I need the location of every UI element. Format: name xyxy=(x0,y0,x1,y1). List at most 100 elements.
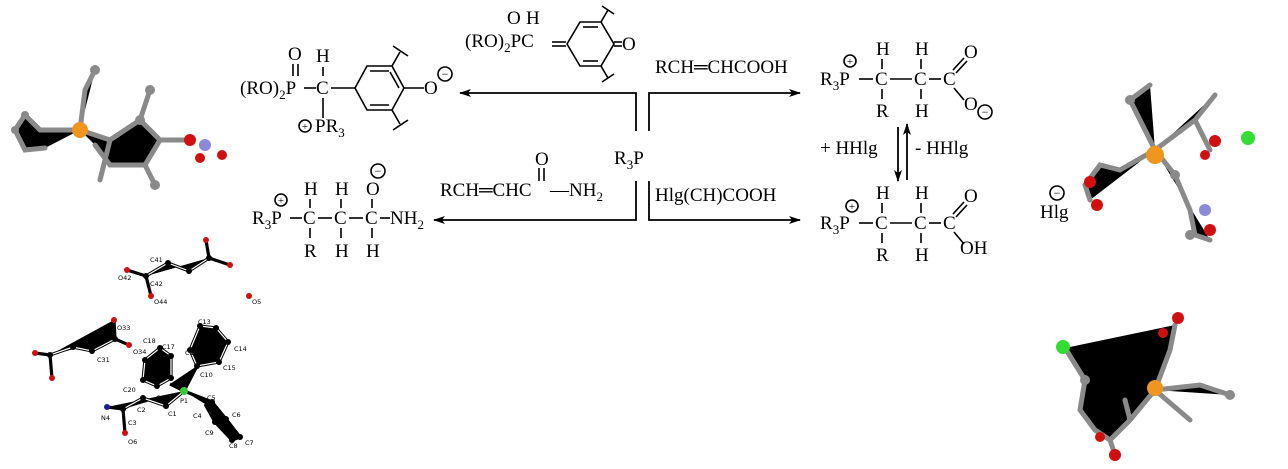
svg-text:C7: C7 xyxy=(245,439,254,447)
svg-text:Hlg: Hlg xyxy=(1040,202,1069,223)
equilibrium-forward-label: + HHlg xyxy=(820,138,878,159)
plus-charge-icon xyxy=(843,54,857,68)
product-carboxylate-betaine: R3P + C C C H H O O − R H xyxy=(820,39,993,122)
svg-text:C41: C41 xyxy=(150,256,163,264)
svg-text:O42: O42 xyxy=(118,274,131,282)
svg-text:C11: C11 xyxy=(185,349,198,357)
svg-text:H: H xyxy=(366,241,380,262)
product-amide-betaine: R3P + C C C NH2 H H O − R H H xyxy=(252,163,424,262)
svg-text:C42: C42 xyxy=(150,280,163,288)
svg-text:C: C xyxy=(303,208,316,229)
svg-text:R: R xyxy=(304,241,317,262)
svg-text:C19: C19 xyxy=(148,364,161,372)
svg-text:H: H xyxy=(526,8,540,29)
crystal-structure-model-1 xyxy=(11,65,227,190)
svg-text:C: C xyxy=(914,213,927,234)
svg-text:C31: C31 xyxy=(97,356,110,364)
arrow-top-left xyxy=(459,89,637,131)
svg-text:PR3: PR3 xyxy=(315,116,345,140)
svg-text:H: H xyxy=(915,101,929,122)
svg-text:—NH2: —NH2 xyxy=(549,180,603,204)
svg-text:H: H xyxy=(335,241,349,262)
svg-text:C8: C8 xyxy=(229,442,238,450)
svg-text:R3P: R3P xyxy=(252,208,282,232)
minus-charge-icon xyxy=(437,66,453,82)
halide-counter-ion: Hlg − xyxy=(1040,185,1069,223)
svg-text:O6: O6 xyxy=(128,438,137,446)
svg-text:O: O xyxy=(507,8,521,29)
svg-text:R: R xyxy=(876,245,889,266)
svg-text:−: − xyxy=(442,67,449,81)
central-phosphine: R3P xyxy=(614,148,644,172)
svg-text:H: H xyxy=(876,183,890,204)
svg-text:−: − xyxy=(375,164,382,178)
svg-text:H: H xyxy=(876,39,890,60)
svg-text:C: C xyxy=(943,69,956,90)
svg-text:O: O xyxy=(535,149,549,170)
svg-text:(RO)2PC: (RO)2PC xyxy=(465,31,534,55)
svg-text:P1: P1 xyxy=(180,397,188,405)
crystal-structure-model-3 xyxy=(1056,312,1235,461)
svg-text:C3: C3 xyxy=(128,419,137,427)
svg-text:O: O xyxy=(366,179,380,200)
svg-text:OH: OH xyxy=(960,238,988,259)
svg-text:O: O xyxy=(964,42,978,63)
svg-text:H: H xyxy=(316,46,330,67)
svg-text:C: C xyxy=(334,208,347,229)
plus-charge-icon xyxy=(274,193,288,207)
svg-text:C32: C32 xyxy=(97,329,110,337)
svg-text:C20: C20 xyxy=(123,386,136,394)
arrow-bottom-right xyxy=(648,181,801,224)
reagent-quinone-methide: (RO)2PC O H O xyxy=(465,5,636,83)
svg-text:C12: C12 xyxy=(197,336,210,344)
reaction-arrows xyxy=(433,89,911,224)
svg-text:H: H xyxy=(915,39,929,60)
svg-text:O44: O44 xyxy=(154,298,167,306)
reagent-haloacid: Hlg(CH)COOH xyxy=(655,185,777,206)
arrow-bottom-left xyxy=(433,181,637,224)
svg-text:C10: C10 xyxy=(200,371,213,379)
svg-text:H: H xyxy=(335,179,349,200)
svg-text:−: − xyxy=(1054,186,1061,200)
svg-text:(RO)2P: (RO)2P xyxy=(240,78,296,102)
svg-text:NH2: NH2 xyxy=(390,208,424,232)
svg-text:R: R xyxy=(876,101,889,122)
svg-text:−: − xyxy=(982,105,989,119)
svg-text:RCH═CHC: RCH═CHC xyxy=(440,180,532,201)
svg-text:C: C xyxy=(875,213,888,234)
svg-text:C2: C2 xyxy=(137,406,146,414)
svg-text:C9: C9 xyxy=(205,429,214,437)
crystal-structure-model-2 xyxy=(1082,82,1255,243)
svg-text:O: O xyxy=(288,44,302,65)
svg-text:+: + xyxy=(849,201,855,213)
svg-text:C13: C13 xyxy=(198,318,211,326)
svg-text:C17: C17 xyxy=(162,343,175,351)
svg-text:O: O xyxy=(964,94,978,115)
svg-text:C: C xyxy=(316,78,329,99)
svg-text:O34: O34 xyxy=(133,348,146,356)
svg-text:O5: O5 xyxy=(252,298,261,306)
svg-text:H: H xyxy=(915,183,929,204)
svg-text:H: H xyxy=(915,245,929,266)
svg-text:C15: C15 xyxy=(223,364,236,372)
minus-charge-icon xyxy=(1049,185,1065,201)
svg-text:C18: C18 xyxy=(143,337,156,345)
svg-text:C21: C21 xyxy=(156,394,169,402)
svg-text:N4: N4 xyxy=(101,414,110,422)
svg-text:C1: C1 xyxy=(168,410,177,418)
plus-charge-icon xyxy=(298,119,312,133)
reagent-acrylic-acid: RCH═CHCOOH xyxy=(655,57,788,78)
ortep-structure: C41 O42 C42 O44 O5 C13 C12 O33 C32 C18 C… xyxy=(32,237,261,450)
svg-text:O: O xyxy=(424,78,438,99)
svg-text:C: C xyxy=(875,69,888,90)
svg-text:C4: C4 xyxy=(193,412,202,420)
svg-text:H: H xyxy=(304,179,318,200)
svg-text:O: O xyxy=(622,34,636,55)
svg-text:+: + xyxy=(278,195,284,207)
svg-text:R3P: R3P xyxy=(820,213,850,237)
svg-text:C16: C16 xyxy=(148,374,161,382)
svg-text:C: C xyxy=(365,208,378,229)
equilibrium-reverse-label: - HHlg xyxy=(915,138,969,159)
